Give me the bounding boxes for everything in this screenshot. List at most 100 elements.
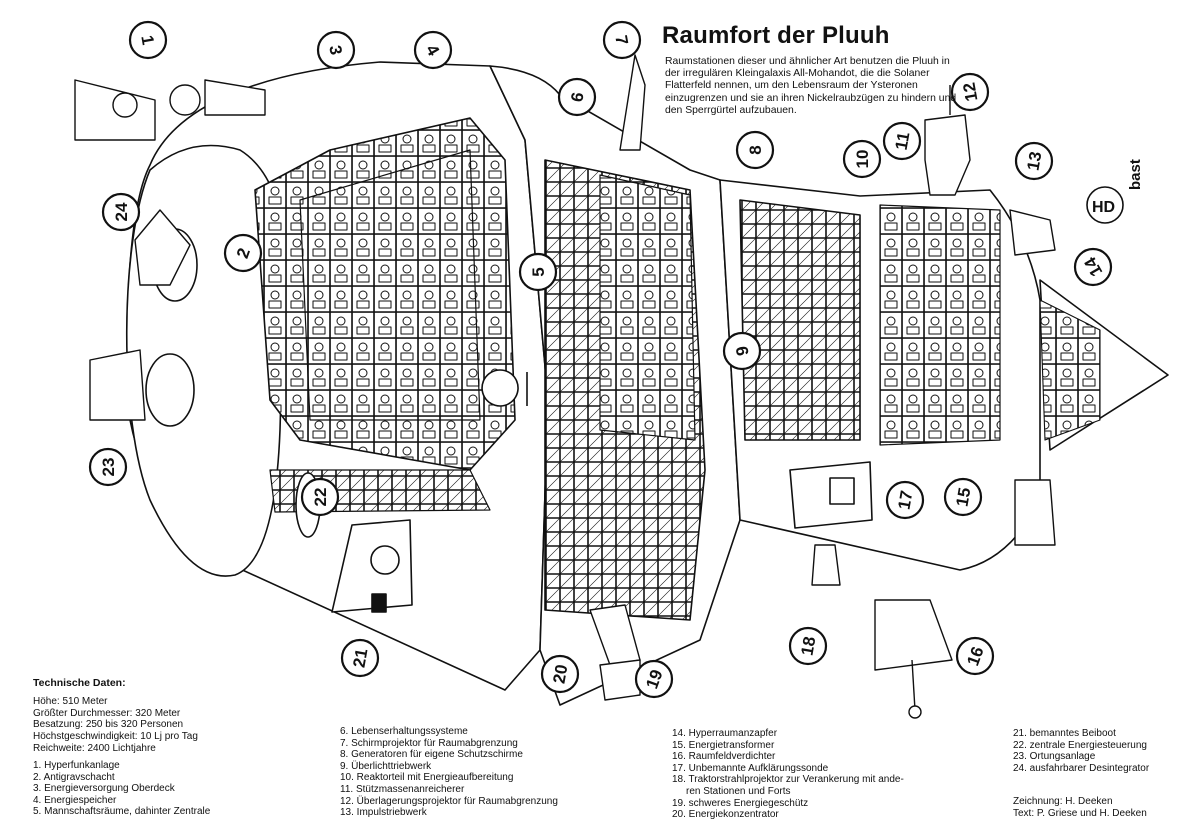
callout-circle bbox=[128, 20, 168, 60]
callout-circle bbox=[88, 447, 128, 487]
legend-item: 9. Überlichttriebwerk bbox=[340, 760, 432, 772]
callout-3: 3 bbox=[316, 30, 356, 70]
nose-cone bbox=[1039, 279, 1169, 451]
legend-column-2: 6. Lebenserhaltungssysteme 7. Schirmproj… bbox=[340, 726, 558, 819]
signature-mark: HD bbox=[1092, 199, 1115, 216]
callout-circle bbox=[316, 30, 356, 70]
callout-circle bbox=[882, 121, 922, 161]
callout-number: 5 bbox=[529, 267, 548, 276]
callout-9: 9 bbox=[722, 331, 762, 371]
callout-4: 4 bbox=[413, 30, 453, 70]
callout-20: 20 bbox=[540, 654, 580, 694]
callout-24: 24 bbox=[101, 192, 141, 232]
legend-item: 11. Stützmassenanreicherer bbox=[340, 783, 465, 795]
legend-item: 17. Unbemannte Aufklärungssonde bbox=[672, 762, 829, 774]
callout-number: 9 bbox=[732, 345, 752, 358]
callout-number: 11 bbox=[892, 131, 914, 152]
callout-19: 19 bbox=[634, 659, 674, 699]
callout-number: 22 bbox=[311, 488, 330, 507]
tech-row: Größter Durchmesser: 320 Meter bbox=[33, 707, 181, 719]
callout-22: 22 bbox=[300, 477, 340, 517]
tech-row: Höchstgeschwindigkeit: 10 Lj pro Tag bbox=[33, 731, 198, 743]
hull-middle-section bbox=[481, 65, 741, 706]
callout-number: 12 bbox=[959, 81, 981, 103]
legend-column-1: 1. Hyperfunkanlage 2. Antigravschacht 3.… bbox=[33, 760, 210, 818]
legend-item: 14. Hyperraumanzapfer bbox=[672, 728, 778, 739]
callout-circle bbox=[413, 30, 453, 70]
callout-8: 8 bbox=[735, 130, 775, 170]
callout-circle bbox=[518, 252, 558, 292]
callout-number: 10 bbox=[853, 150, 872, 169]
legend-column-3: 14. Hyperraumanzapfer 15. Energietransfo… bbox=[672, 728, 904, 821]
callout-circle bbox=[735, 130, 775, 170]
external-units bbox=[74, 54, 1056, 719]
legend-item: 12. Überlagerungsprojektor für Raumabgre… bbox=[340, 795, 558, 807]
hull-rear-section bbox=[719, 179, 1041, 571]
callout-10: 10 bbox=[842, 139, 882, 179]
callout-number: 6 bbox=[567, 91, 587, 104]
callout-circle bbox=[1014, 141, 1054, 181]
callout-circle bbox=[223, 233, 263, 273]
callout-circle bbox=[950, 72, 990, 112]
callout-number: 23 bbox=[99, 458, 118, 477]
callout-number: 3 bbox=[325, 44, 345, 57]
callout-circle bbox=[955, 636, 995, 676]
technical-data: Technische Daten: Höhe: 510 Meter Größte… bbox=[33, 677, 198, 755]
callout-circle bbox=[300, 477, 340, 517]
callout-14: 14 bbox=[1073, 247, 1113, 287]
legend-item: 13. Impulstriebwerk bbox=[340, 807, 427, 819]
callout-16: 16 bbox=[955, 636, 995, 676]
credit-text: Text: P. Griese und H. Deeken bbox=[1013, 807, 1147, 819]
page-title: Raumfort der Pluuh bbox=[662, 22, 890, 49]
credits: Zeichnung: H. Deeken Text: P. Griese und… bbox=[1013, 796, 1147, 820]
legend-item: 24. ausfahrbarer Desintegrator bbox=[1013, 762, 1150, 774]
callout-number: 18 bbox=[797, 635, 819, 657]
legend-item: 20. Energiekonzentrator bbox=[672, 809, 779, 821]
callout-11: 11 bbox=[882, 121, 922, 161]
callout-circle bbox=[885, 480, 925, 520]
legend-item: 7. Schirmprojektor für Raumabgrenzung bbox=[340, 737, 518, 749]
callout-number: 13 bbox=[1023, 150, 1045, 172]
legend-item: 6. Lebenserhaltungssysteme bbox=[340, 726, 468, 737]
artist-signature bbox=[1086, 186, 1124, 224]
technical-data-heading: Technische Daten: bbox=[33, 677, 126, 689]
callout-7: 7 bbox=[602, 20, 642, 60]
legend-item: 8. Generatoren für eigene Schutzschirme bbox=[340, 749, 523, 761]
intro-paragraph: Raumstationen dieser und ähnlicher Art b… bbox=[665, 56, 957, 116]
legend-item: 10. Reaktorteil mit Energieaufbereitung bbox=[340, 772, 514, 784]
callout-number: 8 bbox=[746, 145, 765, 154]
legend-item: 4. Energiespeicher bbox=[33, 794, 117, 806]
callout-18: 18 bbox=[788, 626, 828, 666]
callout-2: 2 bbox=[223, 233, 263, 273]
callout-circle bbox=[634, 659, 674, 699]
legend-item: 23. Ortungsanlage bbox=[1013, 751, 1096, 763]
legend-column-4: 21. bemanntes Beiboot 22. zentrale Energ… bbox=[1013, 728, 1149, 774]
callout-circle bbox=[943, 477, 983, 517]
callout-12: 12 bbox=[950, 72, 990, 112]
legend-item: 21. bemanntes Beiboot bbox=[1013, 728, 1116, 739]
callout-number: 21 bbox=[349, 647, 371, 669]
callout-number: 1 bbox=[137, 34, 157, 47]
legend-item: 19. schweres Energiegeschütz bbox=[672, 797, 809, 809]
callout-circle bbox=[1073, 247, 1113, 287]
legend-item: 3. Energieversorgung Oberdeck bbox=[33, 783, 175, 795]
callout-number: 24 bbox=[112, 202, 131, 221]
credit-drawing: Zeichnung: H. Deeken bbox=[1013, 796, 1113, 807]
tech-row: Besatzung: 250 bis 320 Personen bbox=[33, 719, 184, 731]
hull-front-section bbox=[125, 61, 549, 691]
callout-number: 17 bbox=[894, 489, 916, 511]
callout-13: 13 bbox=[1014, 141, 1054, 181]
callout-circle bbox=[340, 638, 380, 678]
callout-circle bbox=[557, 77, 597, 117]
legend-item: 1. Hyperfunkanlage bbox=[33, 760, 120, 771]
legend-item: 22. zentrale Energiesteuerung bbox=[1013, 739, 1147, 751]
callout-number: 20 bbox=[549, 663, 571, 685]
legend-item: 2. Antigravschacht bbox=[33, 771, 115, 783]
signature-text: bast bbox=[1127, 159, 1144, 190]
callout-circle bbox=[842, 139, 882, 179]
callout-15: 15 bbox=[943, 477, 983, 517]
legend-item: 18. Traktorstrahlprojektor zur Verankeru… bbox=[672, 774, 904, 786]
callout-circle bbox=[722, 331, 762, 371]
